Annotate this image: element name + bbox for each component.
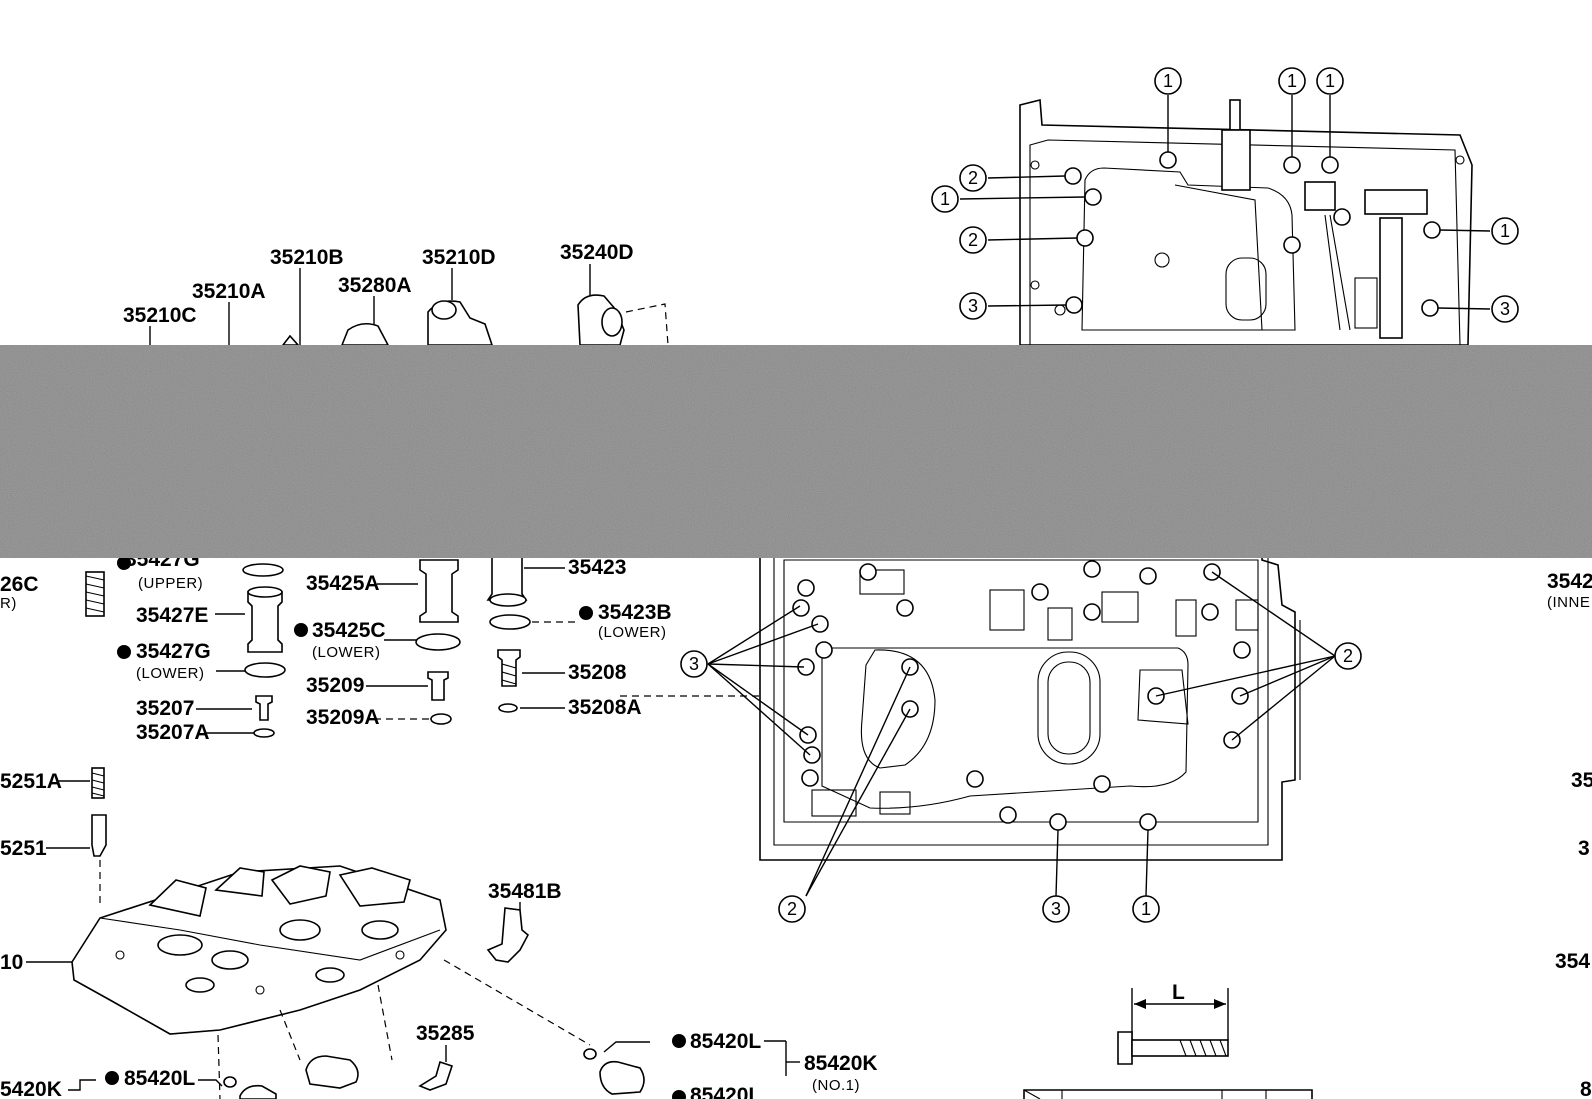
label-35410-cut: 10	[0, 951, 23, 974]
label-35210C: 35210C	[123, 304, 197, 327]
callouts-lower: 3 2 2 3 1	[680, 642, 1362, 923]
note-lower-1: (LOWER)	[136, 665, 205, 682]
callout-1: 1	[1287, 71, 1297, 91]
label-35285: 35285	[416, 1022, 475, 1045]
label-35425C: 35425C	[312, 619, 386, 642]
clip-35285	[418, 1060, 454, 1091]
valve-body-top-detail	[959, 95, 1491, 346]
bolt-length-label: L	[1172, 981, 1185, 1004]
label-35423B: 35423B	[598, 601, 672, 624]
valve-35425A	[419, 559, 459, 623]
solenoid-35280A	[340, 322, 390, 346]
label-35208A: 35208A	[568, 696, 642, 719]
label-35210A: 35210A	[192, 280, 266, 303]
label-85420L-c: 85420L	[124, 1067, 195, 1090]
label-85420K-a: 85420K	[804, 1052, 878, 1075]
label-3-cut: 3	[1578, 837, 1590, 860]
plug-35209	[427, 671, 449, 701]
callout-1: 1	[1325, 71, 1335, 91]
note-no1: (NO.1)	[812, 1077, 860, 1094]
callout-1: 1	[940, 189, 950, 209]
callout-2: 2	[968, 230, 978, 250]
note-r-cut: R)	[0, 595, 17, 612]
callout-3: 3	[1500, 299, 1510, 319]
label-35251A-cut: 5251A	[0, 770, 62, 793]
callout-1: 1	[1500, 221, 1510, 241]
label-35427G-lower: 35427G	[136, 640, 211, 663]
label-35240D: 35240D	[560, 241, 634, 264]
label-3542-cut: 3542	[1547, 570, 1592, 593]
bolt-icon	[1117, 1031, 1133, 1065]
label-35209: 35209	[306, 674, 364, 697]
valve-35427E	[247, 591, 283, 653]
callout-3: 3	[1051, 899, 1061, 919]
label-35427E: 35427E	[136, 604, 208, 627]
valve-35251	[91, 814, 107, 857]
noise-band-obscured-region	[0, 345, 1592, 558]
valve-body-assembly: 10	[0, 865, 591, 1099]
solenoid-group-top: 35210B 35210A 35210C 35280A 35210D 35240…	[123, 241, 669, 346]
bolt-length-diagram: L	[1023, 981, 1313, 1099]
label-35210B: 35210B	[270, 246, 344, 269]
label-35280A: 35280A	[338, 274, 412, 297]
plug-35207	[255, 695, 273, 721]
label-35210D: 35210D	[422, 246, 496, 269]
callout-2: 2	[787, 899, 797, 919]
label-8-cut: 8	[1580, 1078, 1592, 1099]
label-35251-cut: 5251	[0, 837, 47, 860]
callouts-top: 1 1 1 2 1 2 3 1 3	[931, 67, 1519, 323]
note-upper: (UPPER)	[138, 575, 203, 592]
label-354-cut: 354	[1555, 950, 1590, 973]
label-35426C-cut: 26C	[0, 573, 39, 596]
label-85420L-b: 85420L	[690, 1084, 761, 1099]
note-lower-3: (LOWER)	[598, 624, 667, 641]
label-35481B: 35481B	[488, 880, 562, 903]
callout-1: 1	[1163, 71, 1173, 91]
sensor-85420K	[599, 1060, 645, 1095]
label-35207: 35207	[136, 697, 194, 720]
bottom-parts: 35481B 35285 85420L 85420K (NO.1) 85420L…	[0, 880, 878, 1099]
spring-35426C	[85, 571, 105, 617]
note-lower-2: (LOWER)	[312, 644, 381, 661]
plug-35208	[497, 649, 521, 687]
label-35208: 35208	[568, 661, 627, 684]
label-35423: 35423	[568, 556, 626, 579]
callout-3: 3	[968, 296, 978, 316]
bolt-table	[1023, 1089, 1313, 1099]
label-35-cut: 35	[1571, 769, 1592, 792]
right-edge-labels: 3542 (INNE 35 3 354 8	[1547, 570, 1592, 1099]
label-85420K-cut: 5420K	[0, 1078, 62, 1099]
callout-2: 2	[1343, 646, 1353, 666]
label-35425A: 35425A	[306, 572, 380, 595]
valve-column-right: 35423 35423B (LOWER) 35208 35208A	[486, 554, 790, 719]
label-35209A: 35209A	[306, 706, 380, 729]
callout-3: 3	[689, 654, 699, 674]
callout-2: 2	[968, 168, 978, 188]
valve-column-middle: 35425A 35425C (LOWER) 35209 35209A	[294, 559, 461, 729]
valve-body-lower-detail	[707, 554, 1336, 897]
valve-column-left: 35427G (UPPER) 35427E 35427G (LOWER) 352…	[0, 548, 286, 905]
note-inne-cut: (INNE	[1547, 594, 1590, 611]
callout-1: 1	[1141, 899, 1151, 919]
spring-35251A	[91, 767, 105, 799]
label-35207A: 35207A	[136, 721, 210, 744]
bracket-35481B	[486, 907, 530, 963]
label-85420L-a: 85420L	[690, 1030, 761, 1053]
